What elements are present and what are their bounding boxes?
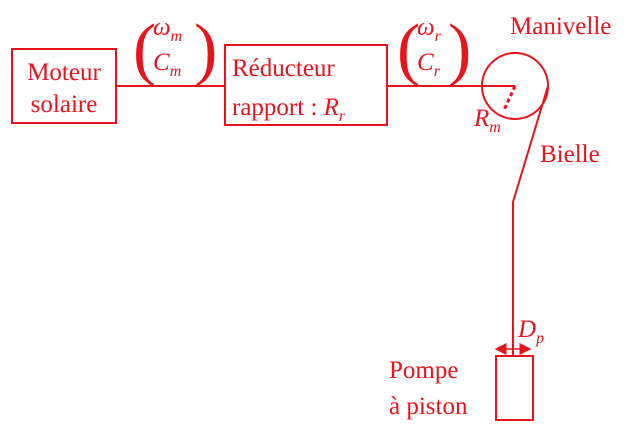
reducer-omega-sub: r: [435, 28, 442, 45]
reducer-ratio-sub: r: [339, 108, 346, 125]
paren-close-reducer: ): [448, 11, 471, 88]
motor-omega-sub: m: [171, 28, 183, 45]
crank-label: Manivelle: [510, 13, 611, 40]
piston-diameter-sub: p: [535, 330, 544, 347]
rod-label: Bielle: [540, 141, 600, 168]
reducer-label-line2: rapport : Rr: [232, 94, 346, 125]
motor-label-line2: solaire: [31, 91, 98, 118]
reducer-torque: Cr: [417, 49, 441, 80]
connecting-rod: [512, 85, 549, 203]
piston-diameter-label: Dp: [517, 316, 544, 347]
crank-radius-line: [502, 85, 517, 111]
crank-radius-symbol: R: [473, 105, 489, 132]
crank-radius-sub: m: [489, 119, 501, 136]
reducer-torque-sub: r: [434, 63, 441, 80]
reducer-omega-symbol: ω: [417, 14, 435, 41]
paren-open-motor: (: [133, 11, 156, 88]
pump-label-line1: Pompe: [389, 357, 458, 384]
reducer-label-line1: Réducteur: [232, 55, 335, 82]
piston-diameter-symbol: D: [517, 316, 536, 343]
pump-label-line2: à piston: [389, 393, 468, 420]
reducer-ratio-prefix: rapport :: [232, 94, 324, 121]
paren-open-reducer: (: [397, 11, 420, 88]
reducer-omega: ωr: [417, 14, 442, 45]
motor-torque-symbol: C: [153, 49, 170, 76]
motor-torque: Cm: [153, 49, 181, 80]
motor-omega: ωm: [153, 14, 182, 45]
paren-close-motor: ): [194, 11, 217, 88]
reducer-ratio-symbol: R: [323, 94, 339, 121]
motor-omega-symbol: ω: [153, 14, 171, 41]
crank-radius-label: Rm: [473, 105, 501, 136]
motor-torque-sub: m: [170, 63, 182, 80]
reducer-torque-symbol: C: [417, 49, 434, 76]
pump-cylinder: [495, 355, 534, 421]
motor-label-line1: Moteur: [27, 59, 101, 86]
